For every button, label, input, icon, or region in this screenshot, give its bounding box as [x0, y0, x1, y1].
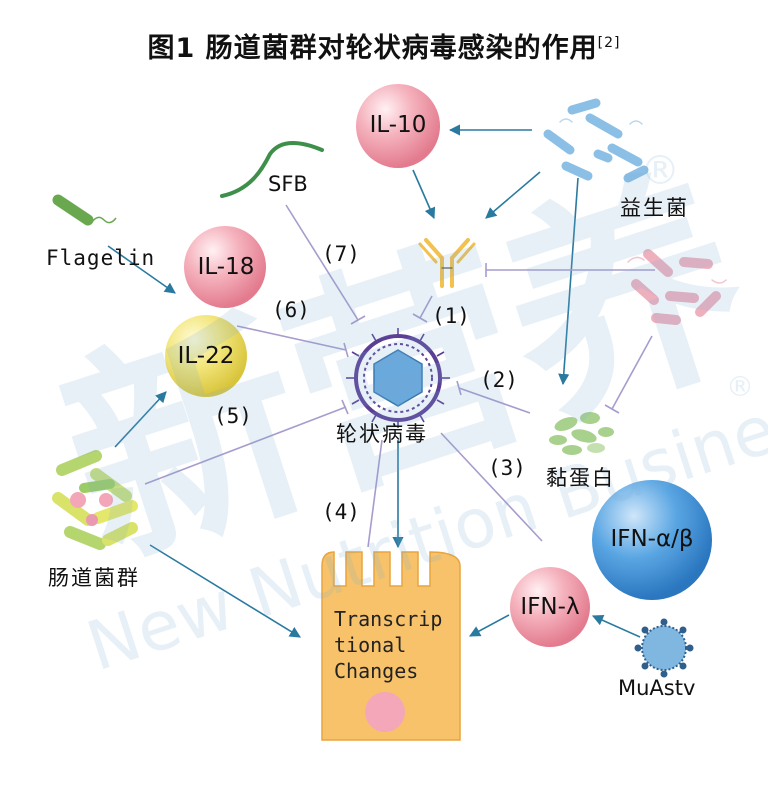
- il22-label: IL-22: [177, 343, 235, 369]
- ifn-ab-label: IFN-α/β: [610, 526, 694, 552]
- arrow-probiotics-to-mucin: [558, 177, 579, 386]
- il18-ball: [184, 226, 266, 308]
- pathway-label-2: (2): [480, 368, 518, 392]
- ifn-l-label: IFN-λ: [520, 594, 580, 620]
- antibody-icon: [418, 238, 476, 288]
- arrow-il10-to-antibody: [412, 169, 436, 220]
- activation-arrows: [107, 124, 641, 638]
- ifn-ab-ball: [592, 480, 712, 600]
- mucin-label: 黏蛋白: [546, 466, 615, 490]
- epithelial-cell-icon: [321, 551, 461, 741]
- muastv-label: MuAstv: [618, 676, 696, 700]
- inhibition-lines: [144, 204, 655, 548]
- pathway-label-1: (1): [432, 304, 470, 328]
- pathway-label-6: (6): [272, 298, 310, 322]
- arrow-microbiota-to-il22: [114, 391, 167, 448]
- flagelin-label: Flagelin: [46, 246, 156, 270]
- pathway-label-4: (4): [322, 500, 360, 524]
- cell-label: Transcrip tional Changes: [334, 607, 443, 683]
- il10-label: IL-10: [369, 112, 427, 138]
- muastv-icon: [634, 618, 694, 678]
- flagellated-bacterium-icon: [52, 194, 117, 226]
- arrow-ifnl-to-cell: [469, 614, 510, 637]
- pink-bacteria-icon: [627, 249, 727, 325]
- rotavirus-label: 轮状病毒: [336, 422, 428, 446]
- arrow-probiotics-to-antibody: [485, 171, 541, 219]
- sfb-label: SFB: [268, 172, 308, 196]
- page-title: 图1 肠道菌群对轮状病毒感染的作用[2]: [0, 26, 768, 65]
- arrow-flagelin-to-il18: [107, 245, 176, 294]
- pathway-label-5: (5): [214, 404, 252, 428]
- arrow-microbiota-to-cell: [149, 544, 301, 638]
- ifn-l-ball: [510, 567, 590, 647]
- sfb-filament-icon: [220, 141, 324, 198]
- title-text: 图1 肠道菌群对轮状病毒感染的作用: [147, 33, 598, 64]
- rotavirus-icon: [346, 328, 450, 428]
- pathway-label-3: (3): [488, 456, 526, 480]
- mucin-icon: [549, 412, 614, 455]
- microbiota-label: 肠道菌群: [48, 566, 140, 590]
- title-ref: [2]: [597, 35, 621, 51]
- il22-ball: [165, 315, 247, 397]
- probiotics-label: 益生菌: [620, 196, 689, 220]
- pathway-label-7: (7): [322, 242, 360, 266]
- il18-label: IL-18: [197, 254, 255, 280]
- gut-microbiota-icon: [52, 450, 138, 550]
- probiotics-bacteria-icon: [543, 98, 649, 183]
- arrow-muastv-to-ifnl: [591, 614, 641, 638]
- il10-ball: [356, 84, 440, 168]
